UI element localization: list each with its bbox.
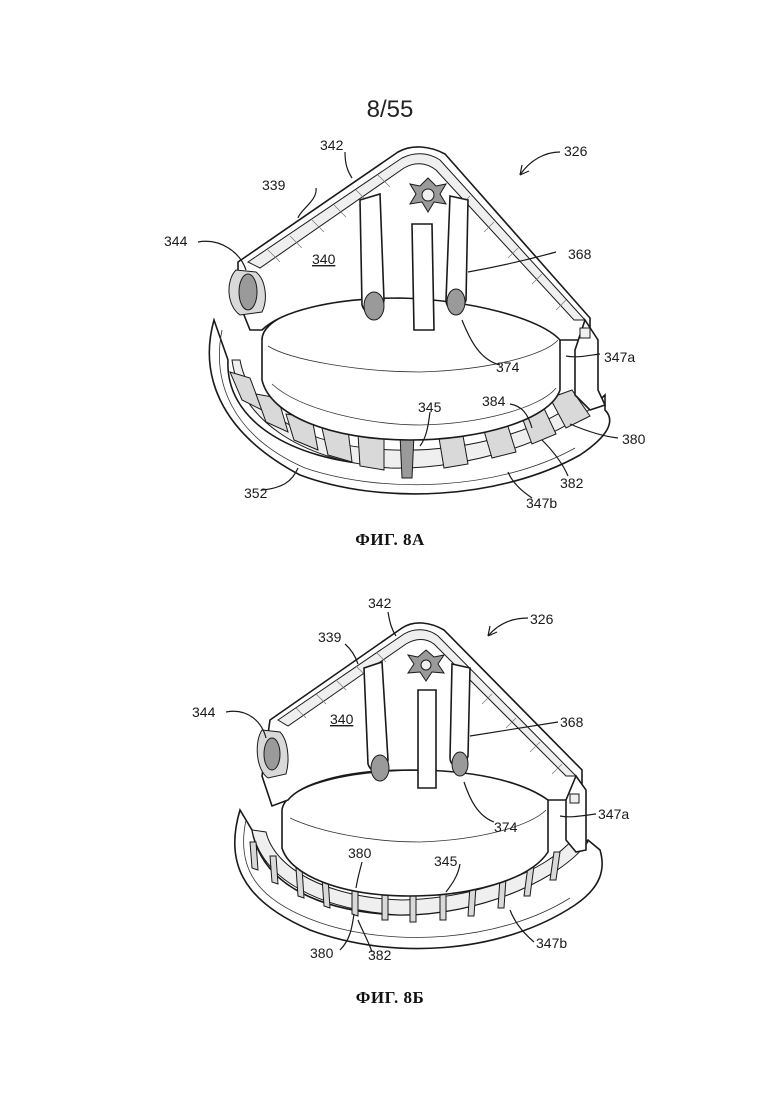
label-339: 339	[318, 629, 342, 645]
label-347a: 347a	[598, 806, 629, 822]
label-342: 342	[368, 595, 392, 611]
label-374: 374	[494, 819, 518, 835]
label-347b: 347b	[536, 935, 567, 951]
label-380: 380	[310, 945, 334, 961]
figure-caption-8b: ФИГ. 8Б	[0, 988, 780, 1008]
label-340: 340	[330, 711, 354, 727]
label-344: 344	[192, 704, 216, 720]
label-326: 326	[530, 611, 554, 627]
label-380-top: 380	[348, 845, 372, 861]
label-368: 368	[560, 714, 584, 730]
label-345: 345	[434, 853, 458, 869]
label-382: 382	[368, 947, 392, 963]
